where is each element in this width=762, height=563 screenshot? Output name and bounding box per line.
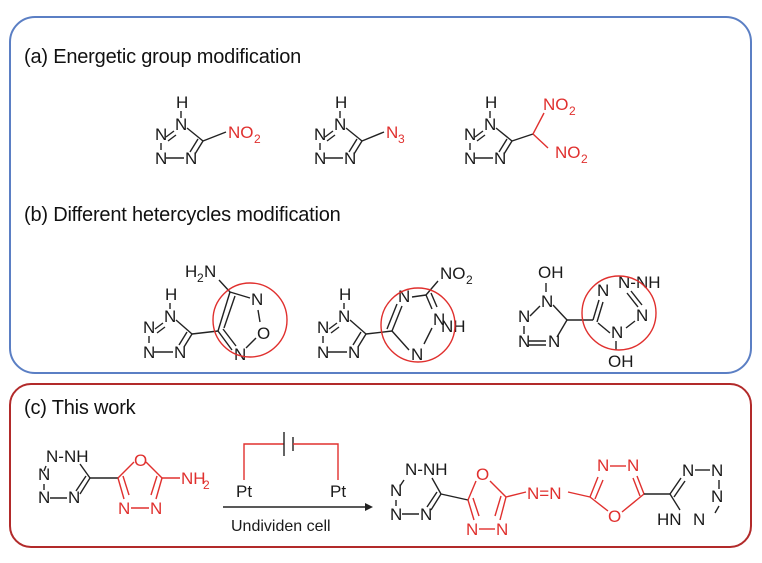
atom-label: N	[348, 343, 360, 362]
atom-label: H	[165, 285, 177, 304]
molecule-aminofurazanyl-tetrazole: H 2 N H N N N N N O N	[143, 262, 288, 364]
atom-label: O	[134, 451, 147, 470]
atom-label: N	[611, 323, 623, 342]
azo-bridge: N=N	[527, 484, 561, 503]
atom-label: N	[143, 318, 155, 337]
atom-label: H	[485, 93, 497, 112]
atom-label: N	[636, 306, 648, 325]
atom-label: OH	[538, 263, 564, 282]
atom-label: N	[420, 505, 432, 524]
atom-label: N	[433, 310, 445, 329]
atom-label: N	[518, 307, 530, 326]
atom-label: N	[627, 456, 639, 475]
atom-label: H	[185, 262, 197, 281]
electrolysis-setup: Pt Pt Undividen cell	[223, 432, 373, 535]
atom-label: N	[251, 290, 263, 309]
atom-label: NO	[543, 95, 569, 114]
atom-label: N	[494, 149, 506, 168]
atom-label: N-NH	[405, 460, 448, 479]
molecule-nitrotriazolyl-tetrazole: H N N N N N NO 2 N NH N	[317, 264, 473, 364]
molecule-starting-material: N-NH N N N O N N NH 2	[38, 447, 210, 518]
molecule-nitrotetrazole: H N N N N NO 2	[155, 93, 261, 168]
highlight-triazole-ring	[380, 287, 456, 363]
atom-label: N	[411, 345, 423, 364]
atom-label: O	[608, 507, 621, 526]
atom-label: N	[234, 345, 246, 364]
atom-label: N	[466, 520, 478, 539]
atom-label: N	[518, 332, 530, 351]
atom-label: N	[484, 115, 496, 134]
panel-modifications	[9, 16, 752, 374]
atom-label: HN	[657, 510, 682, 529]
atom-label: 2	[254, 132, 261, 146]
atom-label: 2	[466, 273, 473, 287]
highlight-furazan-ring	[212, 282, 288, 358]
atom-label: N	[711, 487, 723, 506]
reaction-condition: Undividen cell	[231, 518, 331, 535]
atom-label: N	[155, 149, 167, 168]
atom-label: N	[175, 115, 187, 134]
atom-label: N	[68, 488, 80, 507]
heading-hetercycles: (b) Different hetercycles modification	[24, 204, 341, 226]
atom-label: N	[143, 343, 155, 362]
atom-label: N	[164, 307, 176, 326]
atom-label: 2	[569, 104, 576, 118]
atom-label: N	[390, 481, 402, 500]
molecule-azidotetrazole: H N N N N N 3	[314, 93, 405, 168]
atom-label: NO	[228, 123, 254, 142]
atom-label: O	[476, 465, 489, 484]
atom-label: N	[464, 149, 476, 168]
atom-label: NH	[441, 317, 466, 336]
atom-label: N	[390, 505, 402, 524]
atom-label: N	[150, 499, 162, 518]
atom-label: N	[334, 115, 346, 134]
atom-label: N	[344, 149, 356, 168]
atom-label: N	[464, 125, 476, 144]
atom-label: N	[314, 149, 326, 168]
atom-label: N	[597, 281, 609, 300]
atom-label: 2	[197, 271, 204, 285]
atom-label: 2	[581, 152, 588, 166]
atom-label: 2	[203, 478, 210, 492]
heading-energetic-group: (a) Energetic group modification	[24, 46, 302, 68]
atom-label: O	[257, 324, 270, 343]
atom-label: N	[314, 125, 326, 144]
atom-label: N	[597, 456, 609, 475]
molecule-bis-hydroxytetrazole: OH N N N N N N-NH N N OH	[518, 263, 661, 371]
atom-label: N	[541, 292, 553, 311]
atom-label: N	[185, 149, 197, 168]
atom-label: H	[176, 93, 188, 112]
atom-label: H	[335, 93, 347, 112]
highlight-tetrazole-ring	[581, 275, 657, 351]
molecule-product-azo: N-NH N N N O N N N=N N N O N	[390, 456, 723, 539]
atom-label: N	[204, 262, 216, 281]
atom-label: N	[338, 307, 350, 326]
heading-this-work: (c) This work	[24, 397, 136, 419]
molecule-dinitromethyltetrazole: H N N N N NO 2 NO 2	[464, 93, 588, 168]
atom-label: N	[118, 499, 130, 518]
atom-label: N-NH	[46, 447, 89, 466]
atom-label: NO	[440, 264, 466, 283]
atom-label: N	[682, 461, 694, 480]
atom-label: N	[711, 461, 723, 480]
atom-label: N	[317, 318, 329, 337]
atom-label: N	[38, 465, 50, 484]
atom-label: OH	[608, 352, 634, 371]
atom-label: H	[339, 285, 351, 304]
atom-label: N	[496, 520, 508, 539]
atom-label: 3	[398, 132, 405, 146]
arrow-head	[365, 503, 373, 511]
atom-label: NH	[181, 469, 206, 488]
atom-label: NO	[555, 143, 581, 162]
electrode-cathode-label: Pt	[330, 482, 346, 501]
atom-label: N	[693, 510, 705, 529]
atom-label: N	[155, 125, 167, 144]
atom-label: N	[317, 343, 329, 362]
electrode-anode-label: Pt	[236, 482, 252, 501]
panel-this-work	[9, 383, 752, 548]
atom-label: N	[38, 488, 50, 507]
atom-label: N	[174, 343, 186, 362]
atom-label: N	[386, 123, 398, 142]
